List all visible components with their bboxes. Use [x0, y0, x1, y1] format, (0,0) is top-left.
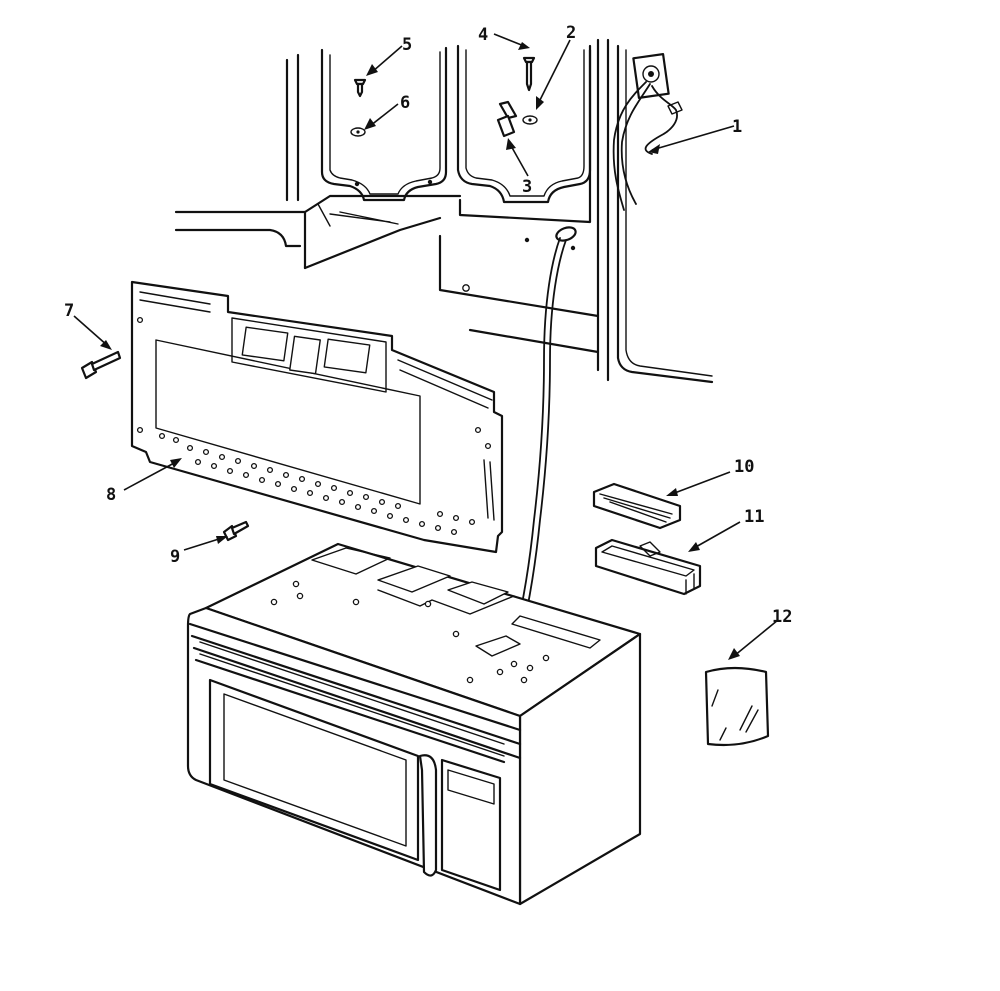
- wall-cabinets: [174, 38, 714, 384]
- callout-leaders: [73, 33, 779, 660]
- callout-labels: 1 2 3 4 5 6 7 8 9 10 11 12: [64, 23, 792, 627]
- plate-holes: [136, 316, 492, 536]
- cord-routing: [513, 226, 577, 643]
- part-9-screw: [222, 520, 250, 542]
- callout-8: 8: [106, 485, 116, 505]
- part-6-washer: [350, 127, 366, 137]
- part-10-filter: [592, 482, 682, 530]
- callout-4: 4: [478, 25, 488, 45]
- callout-2: 2: [566, 23, 576, 43]
- callout-1: 1: [732, 117, 742, 137]
- part-12-hardware-bag: [704, 666, 770, 747]
- part-2-washer: [522, 115, 538, 125]
- mounting-plate: [130, 280, 504, 554]
- part-7-bolt: [80, 350, 122, 380]
- callout-12: 12: [772, 607, 792, 627]
- callout-11: 11: [744, 507, 764, 527]
- microwave-oven: [186, 542, 642, 906]
- power-cord: [612, 81, 683, 211]
- callout-3: 3: [522, 177, 532, 197]
- callout-7: 7: [64, 301, 74, 321]
- part-11-bracket: [594, 538, 702, 596]
- part-5-screw: [353, 78, 367, 98]
- callout-6: 6: [400, 93, 410, 113]
- wall-outlet: [632, 53, 670, 99]
- callout-5: 5: [402, 35, 412, 55]
- callout-10: 10: [734, 457, 754, 477]
- callout-9: 9: [170, 547, 180, 567]
- part-4-screw: [522, 56, 536, 92]
- part-3-toggle-bolt: [496, 100, 518, 138]
